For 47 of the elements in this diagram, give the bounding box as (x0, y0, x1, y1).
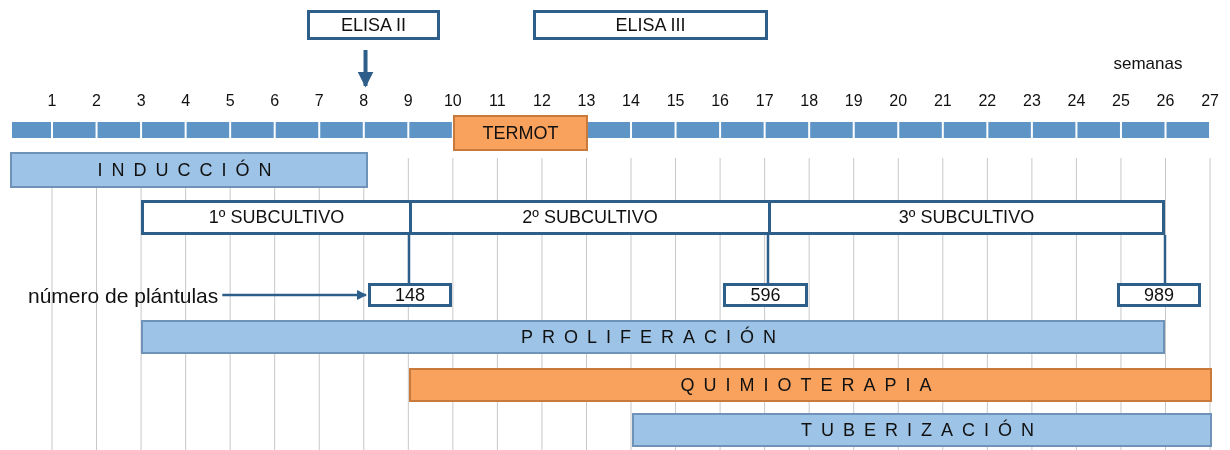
phase-bar: TUBERIZACIÓN (632, 413, 1212, 447)
week-number: 5 (225, 92, 235, 110)
arrow (357, 50, 374, 88)
week-number: 15 (666, 92, 685, 110)
week-number: 24 (1067, 92, 1086, 110)
arrow (222, 290, 367, 300)
connector-line (407, 235, 411, 283)
count-box: 596 (723, 283, 808, 307)
week-number: 4 (181, 92, 191, 110)
week-number: 1 (47, 92, 57, 110)
count-box: 148 (368, 283, 452, 307)
treatment-bar: TERMOT (453, 115, 588, 151)
week-number: 9 (403, 92, 413, 110)
week-number: 18 (800, 92, 819, 110)
connector-line (1163, 235, 1167, 283)
subculture-box: 2º SUBCULTIVO (409, 200, 768, 235)
week-number: 20 (889, 92, 908, 110)
subculture-box: 1º SUBCULTIVO (141, 200, 409, 235)
week-number: 23 (1023, 92, 1041, 110)
week-number: 19 (844, 92, 863, 110)
week-number: 14 (622, 92, 640, 110)
week-number: 16 (711, 92, 729, 110)
count-box: 989 (1117, 283, 1201, 307)
week-number: 22 (978, 92, 997, 110)
week-number: 17 (755, 92, 774, 110)
subculture-box: 3º SUBCULTIVO (768, 200, 1165, 235)
test-box: ELISA II (307, 10, 440, 40)
phase-bar: PROLIFERACIÓN (141, 320, 1165, 354)
week-number: 27 (1201, 92, 1219, 110)
phase-bar: QUIMIOTERAPIA (409, 368, 1212, 402)
week-number: 10 (443, 92, 462, 110)
axis-title: semanas (1113, 54, 1183, 74)
week-number: 25 (1112, 92, 1130, 110)
week-number: 13 (577, 92, 596, 110)
week-number: 26 (1156, 92, 1175, 110)
week-number: 3 (136, 92, 146, 110)
week-number: 6 (270, 92, 280, 110)
week-number: 11 (489, 92, 506, 110)
week-number: 8 (351, 92, 376, 112)
week-number: 12 (533, 92, 551, 110)
week-number: 21 (933, 92, 952, 110)
week-number: 2 (92, 92, 101, 110)
connector-line (766, 235, 770, 283)
test-box: ELISA III (533, 10, 768, 40)
annotation-text: número de plántulas (28, 284, 219, 308)
week-number: 7 (314, 92, 324, 110)
phase-bar: INDUCCIÓN (10, 152, 368, 188)
